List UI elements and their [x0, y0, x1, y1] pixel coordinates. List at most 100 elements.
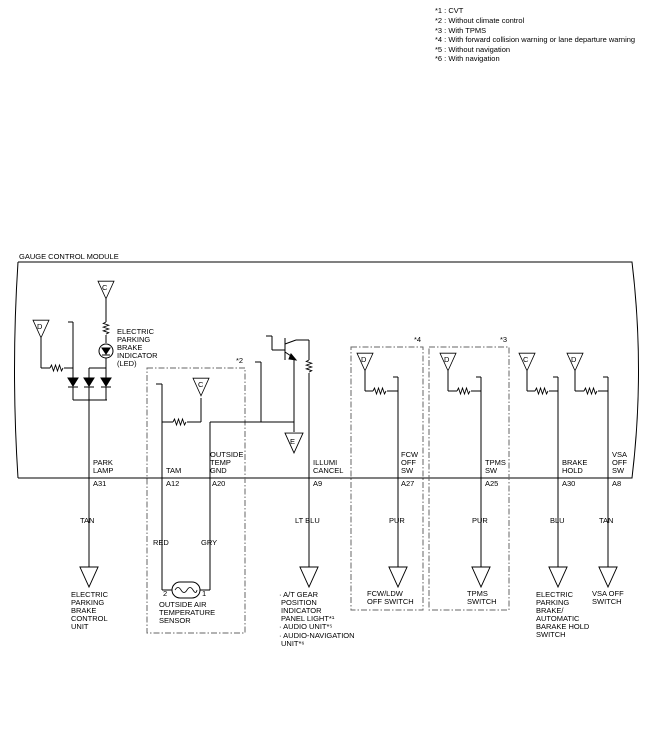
- destination-label: VSA OFF: [592, 589, 624, 598]
- pin-name: HOLD: [562, 466, 583, 475]
- wire-color-label: PUR: [389, 516, 405, 525]
- pin-id: A12: [166, 479, 179, 488]
- destination-label: TPMS: [467, 589, 488, 598]
- footnote: *5 : Without navigation: [435, 45, 510, 54]
- pin-id: A25: [485, 479, 498, 488]
- destination-label: ELECTRIC: [71, 590, 109, 599]
- wire-color-label: RED: [153, 538, 169, 547]
- destination-label: INDICATOR: [281, 606, 322, 615]
- sensor-pin-right: 1: [202, 589, 206, 598]
- ground-d-label: D: [571, 355, 577, 364]
- pin-name: ILLUMI: [313, 458, 337, 467]
- vsa-circuit: D: [566, 352, 618, 588]
- pin-name: VSA: [612, 450, 627, 459]
- pin-name: PARK: [93, 458, 113, 467]
- option-box-tpms: [428, 346, 510, 611]
- wire-color-label: TAN: [599, 516, 613, 525]
- destination-label: BRAKE/: [536, 606, 564, 615]
- brake-hold-circuit: C: [518, 352, 568, 588]
- sensor-pin-left: 2: [163, 589, 167, 598]
- pin-name: BRAKE: [562, 458, 587, 467]
- led-label: INDICATOR: [117, 351, 158, 360]
- sensor-label: OUTSIDE AIR: [159, 600, 207, 609]
- destination-label: SWITCH: [536, 630, 566, 639]
- led-label: BRAKE: [117, 343, 142, 352]
- destination-label: CONTROL: [71, 614, 108, 623]
- module-outline: [18, 261, 639, 479]
- destination-label: UNIT: [71, 622, 89, 631]
- destination-label: · A/T GEAR: [279, 590, 319, 599]
- option-box-climate: [146, 367, 246, 634]
- pin-name: SW: [485, 466, 498, 475]
- wire-color-label: BLU: [550, 516, 565, 525]
- option-box-fcw: [350, 346, 424, 611]
- wire-colors: TAN LT BLU PUR PUR BLU TAN: [80, 516, 613, 525]
- pin-id: A30: [562, 479, 575, 488]
- pin-name: TAM: [166, 466, 181, 475]
- ground-d-label: D: [361, 355, 367, 364]
- destination-label: · AUDIO UNIT*⁵: [279, 622, 333, 631]
- wire-color-label: PUR: [472, 516, 488, 525]
- option-mark: *2: [236, 356, 243, 365]
- footnote: *3 : With TPMS: [435, 26, 486, 35]
- wire-color-label: LT BLU: [295, 516, 320, 525]
- pin-name: LAMP: [93, 466, 113, 475]
- pin-name: OFF: [612, 458, 627, 467]
- destination-label: UNIT*⁶: [281, 639, 305, 648]
- pin-id: A20: [212, 479, 225, 488]
- footnote: *2 : Without climate control: [435, 16, 525, 25]
- ground-c-label: C: [198, 380, 204, 389]
- pin-name: FCW: [401, 450, 419, 459]
- sensor-label: SENSOR: [159, 616, 191, 625]
- destination-label: SWITCH: [592, 597, 622, 606]
- destination-label: PARKING: [536, 598, 569, 607]
- ground-e-label: E: [290, 437, 295, 446]
- footnote: *6 : With navigation: [435, 54, 500, 63]
- destination-label: PARKING: [71, 598, 104, 607]
- pin-id: A31: [93, 479, 106, 488]
- destination-label: FCW/LDW: [367, 589, 404, 598]
- destination-label: PANEL LIGHT*¹: [281, 614, 335, 623]
- ground-d-label: D: [37, 322, 43, 331]
- footnote: *4 : With forward collision warning or l…: [435, 35, 635, 44]
- outside-temp-circuit: C 2 1 RED GRY OUTSIDE AIR TEMPERATURE SE…: [153, 361, 294, 625]
- pin-id: A9: [313, 479, 322, 488]
- destination-label: POSITION: [281, 598, 317, 607]
- destination-label: BARAKE HOLD: [536, 622, 590, 631]
- destination-label: ELECTRIC: [536, 590, 574, 599]
- pin-name: OUTSIDE: [210, 450, 243, 459]
- footnote: *1 : CVT: [435, 6, 464, 15]
- pin-name: GND: [210, 466, 227, 475]
- pin-name: CANCEL: [313, 466, 343, 475]
- led-label: PARKING: [117, 335, 150, 344]
- pin-labels: PARK LAMP A31 TAM A12 OUTSIDE TEMP GND A…: [93, 450, 627, 488]
- ground-c-label: C: [523, 355, 529, 364]
- pin-name: OFF: [401, 458, 416, 467]
- pin-name: TEMP: [210, 458, 231, 467]
- option-mark: *4: [414, 335, 421, 344]
- pin-id: A27: [401, 479, 414, 488]
- wire-color-label: GRY: [201, 538, 217, 547]
- pin-id: A8: [612, 479, 621, 488]
- destination-labels: ELECTRIC PARKING BRAKE CONTROL UNIT · A/…: [71, 589, 624, 648]
- pin-name: SW: [401, 466, 414, 475]
- pin-name: TPMS: [485, 458, 506, 467]
- wire-color-label: TAN: [80, 516, 94, 525]
- pin-name: SW: [612, 466, 625, 475]
- illumi-cancel-circuit: E: [266, 335, 319, 588]
- ground-d-label: D: [444, 355, 450, 364]
- fcw-circuit: D: [356, 352, 408, 588]
- destination-label: SWITCH: [467, 597, 497, 606]
- module-title: GAUGE CONTROL MODULE: [19, 252, 119, 261]
- destination-label: BRAKE: [71, 606, 96, 615]
- footnote-legend: *1 : CVT *2 : Without climate control *3…: [435, 6, 635, 63]
- tpms-circuit: D: [439, 352, 491, 588]
- destination-label: OFF SWITCH: [367, 597, 414, 606]
- sensor-label: TEMPERATURE: [159, 608, 215, 617]
- option-mark: *3: [500, 335, 507, 344]
- park-lamp-circuit: D C ELECTRIC PARKING BRAKE INDICATOR (LE…: [32, 280, 158, 588]
- destination-label: AUTOMATIC: [536, 614, 580, 623]
- led-label: ELECTRIC: [117, 327, 155, 336]
- led-label: (LED): [117, 359, 137, 368]
